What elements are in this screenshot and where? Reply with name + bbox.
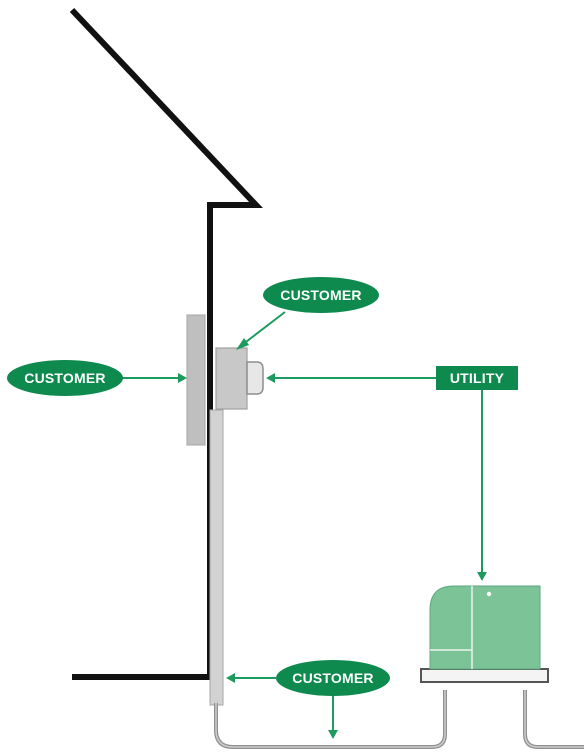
arrow-customer-bottom-down-head (328, 730, 338, 739)
arrows (122, 311, 487, 739)
arrow-utility-down-head (477, 572, 487, 581)
underground-cable-inner (215, 690, 446, 748)
label-customer-left-bg (7, 360, 123, 396)
arrow-customer-top-line (241, 311, 286, 346)
meter-base (215, 347, 248, 410)
arrow-customer-top-head (236, 338, 249, 350)
roof-line (69, 7, 263, 680)
transformer-pad (420, 668, 549, 683)
label-customer-top-bg (263, 277, 379, 313)
transformer-lock (486, 591, 492, 597)
arrow-utility-left-head (266, 373, 275, 383)
label-customer-bottom-text: CUSTOMER (292, 670, 373, 686)
label-customer-top: CUSTOMER (263, 277, 379, 313)
outgoing-cable (523, 690, 584, 749)
arrow-customer-left-head (178, 373, 187, 383)
outgoing-cable-inner (524, 690, 584, 748)
label-utility-text: UTILITY (450, 370, 505, 386)
meter-panel (186, 314, 206, 446)
underground-cable (214, 690, 447, 749)
label-customer-bottom-bg (276, 660, 390, 696)
service-conduit (209, 409, 224, 706)
label-customer-top-text: CUSTOMER (280, 287, 361, 303)
pad-mounted-transformer (429, 585, 541, 670)
arrow-customer-bottom-left-head (226, 673, 235, 683)
label-utility: UTILITY (436, 366, 518, 390)
label-customer-bottom: CUSTOMER (276, 660, 390, 696)
label-customer-left-text: CUSTOMER (24, 370, 105, 386)
meter-head (246, 361, 264, 395)
label-customer-left: CUSTOMER (7, 360, 123, 396)
label-utility-bg (436, 366, 518, 390)
